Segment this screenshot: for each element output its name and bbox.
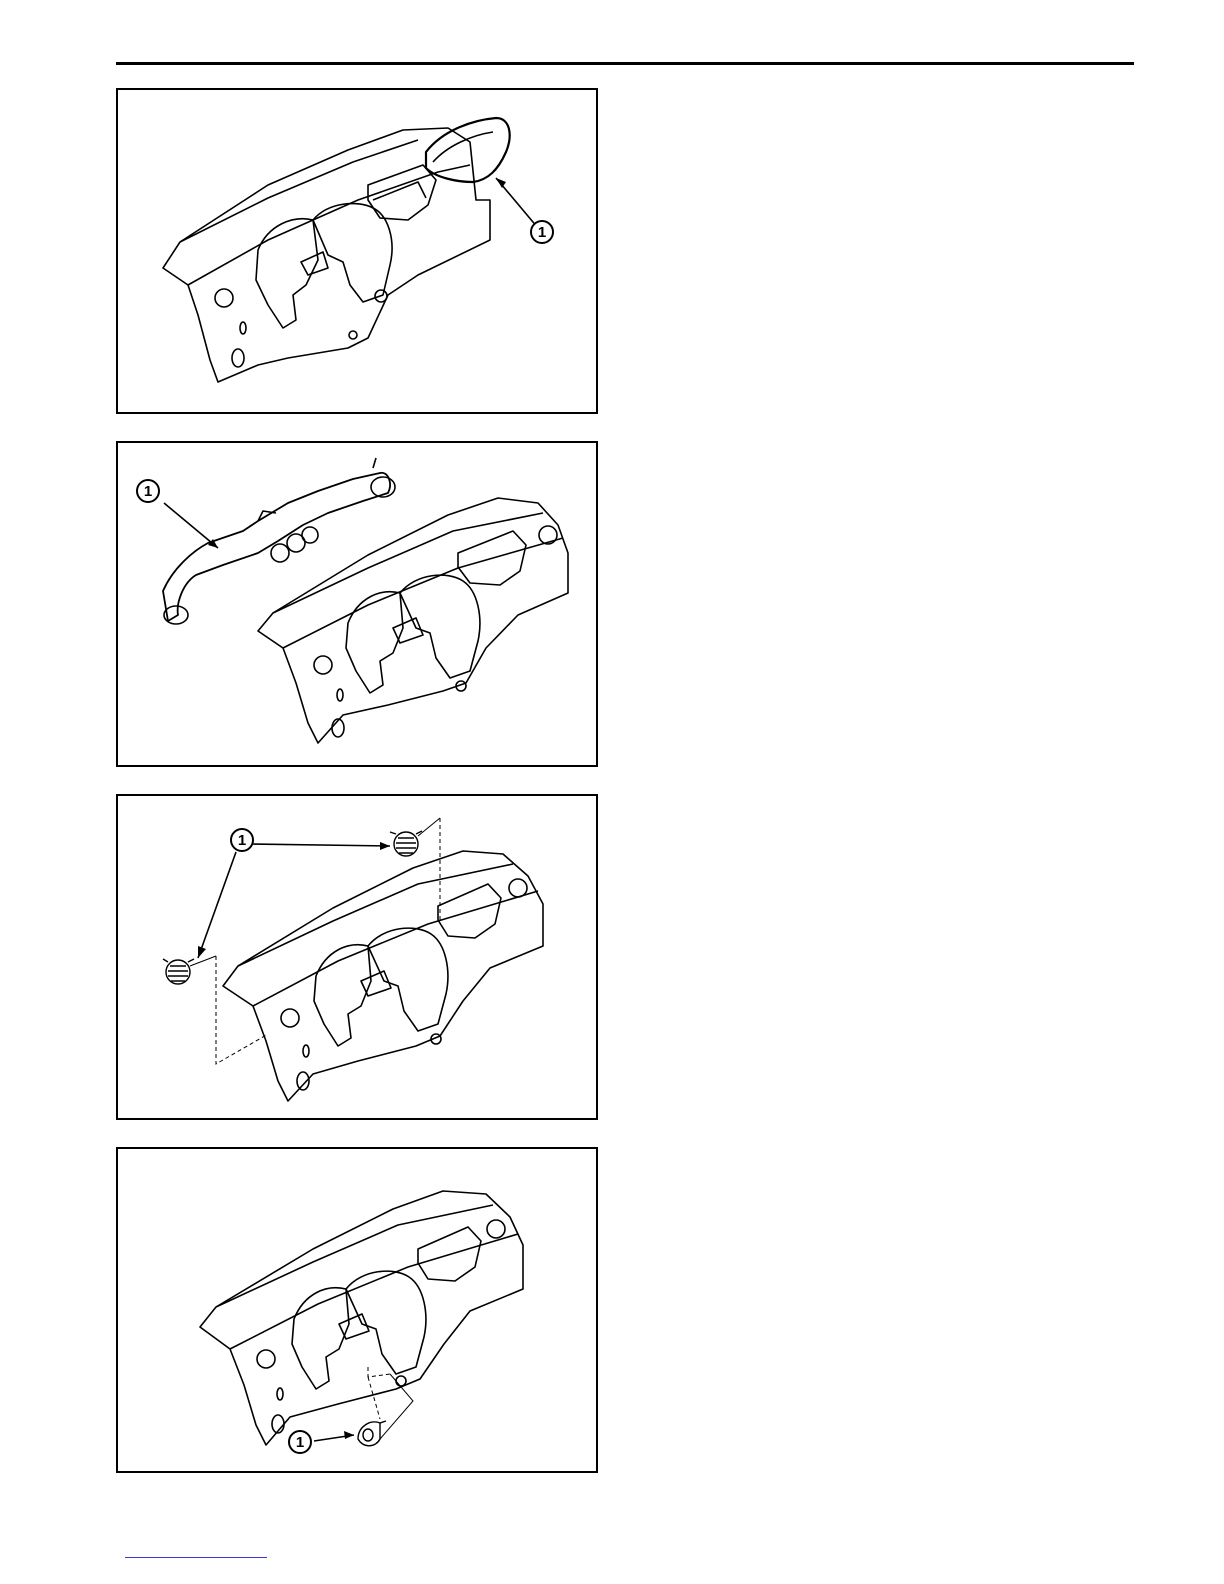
callout-1: 1 [531,221,553,243]
svg-text:1: 1 [238,832,246,849]
figure-1: 1 [116,88,598,414]
dashboard-with-air-duct-icon: 1 [118,443,598,767]
callout-1: 1 [137,480,159,502]
dashboard-with-glovebox-lid-icon: 1 [118,90,598,414]
svg-text:1: 1 [296,1434,304,1451]
callout-1: 1 [289,1431,311,1453]
figure-2: 1 [116,441,598,767]
footer-link-underline[interactable] [125,1557,267,1558]
figure-3: 1 [116,794,598,1120]
dashboard-with-lower-grommet-icon: 1 [118,1149,598,1473]
header-rule [116,62,1134,65]
svg-text:1: 1 [538,224,546,241]
figure-4: 1 [116,1147,598,1473]
callout-1: 1 [231,829,253,851]
dashboard-with-side-vents-icon: 1 [118,796,598,1120]
svg-text:1: 1 [144,483,152,500]
